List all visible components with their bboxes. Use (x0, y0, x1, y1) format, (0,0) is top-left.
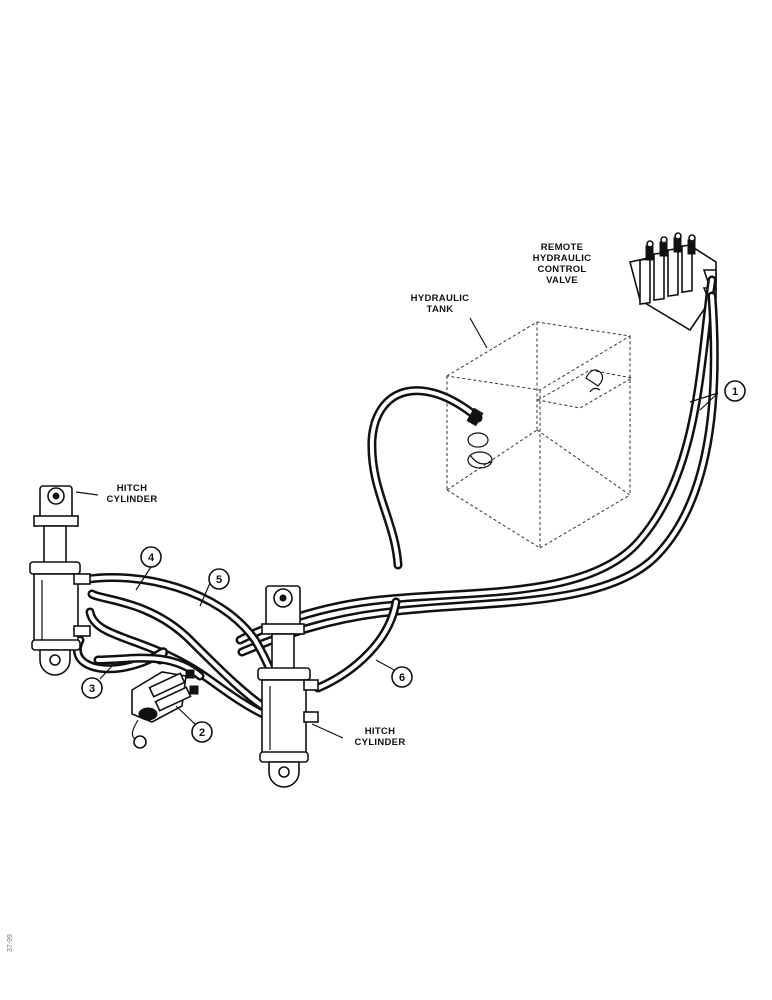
svg-text:1: 1 (732, 386, 738, 398)
hoses (73, 275, 719, 723)
svg-text:HITCH: HITCH (117, 483, 148, 494)
callout-4: 4 (140, 546, 162, 568)
svg-text:REMOTE: REMOTE (541, 242, 583, 253)
callouts: 1 2 3 4 5 6 (81, 380, 746, 743)
callout-5: 5 (208, 568, 230, 590)
callout-2: 2 (191, 721, 213, 743)
label-hitch-cylinder-left: HITCH CYLINDER (107, 483, 158, 505)
svg-text:CONTROL: CONTROL (537, 264, 586, 275)
quick-coupler-assembly (131, 669, 199, 749)
side-reference-code: 37-99 (7, 934, 14, 952)
right-hitch-cylinder (257, 585, 319, 788)
svg-text:CYLINDER: CYLINDER (107, 494, 158, 505)
svg-text:HYDRAULIC: HYDRAULIC (411, 293, 470, 304)
svg-text:VALVE: VALVE (546, 275, 578, 286)
leader-lines (75, 317, 719, 739)
svg-text:5: 5 (216, 574, 222, 586)
hydraulic-tank (445, 321, 634, 549)
svg-text:HYDRAULIC: HYDRAULIC (533, 253, 592, 264)
svg-text:6: 6 (399, 672, 405, 684)
svg-text:3: 3 (89, 683, 95, 695)
remote-hydraulic-control-valve (629, 232, 717, 332)
label-remote-valve: REMOTE HYDRAULIC CONTROL VALVE (533, 242, 592, 286)
callout-6: 6 (391, 666, 413, 688)
svg-text:4: 4 (148, 552, 155, 564)
svg-text:TANK: TANK (427, 304, 454, 315)
svg-text:CYLINDER: CYLINDER (355, 737, 406, 748)
callout-1: 1 (724, 380, 746, 402)
left-hitch-cylinder (29, 485, 91, 676)
svg-text:HITCH: HITCH (365, 726, 396, 737)
callout-3: 3 (81, 677, 103, 699)
svg-text:2: 2 (199, 727, 205, 739)
label-hydraulic-tank: HYDRAULIC TANK (411, 293, 470, 315)
label-hitch-cylinder-right: HITCH CYLINDER (355, 726, 406, 748)
